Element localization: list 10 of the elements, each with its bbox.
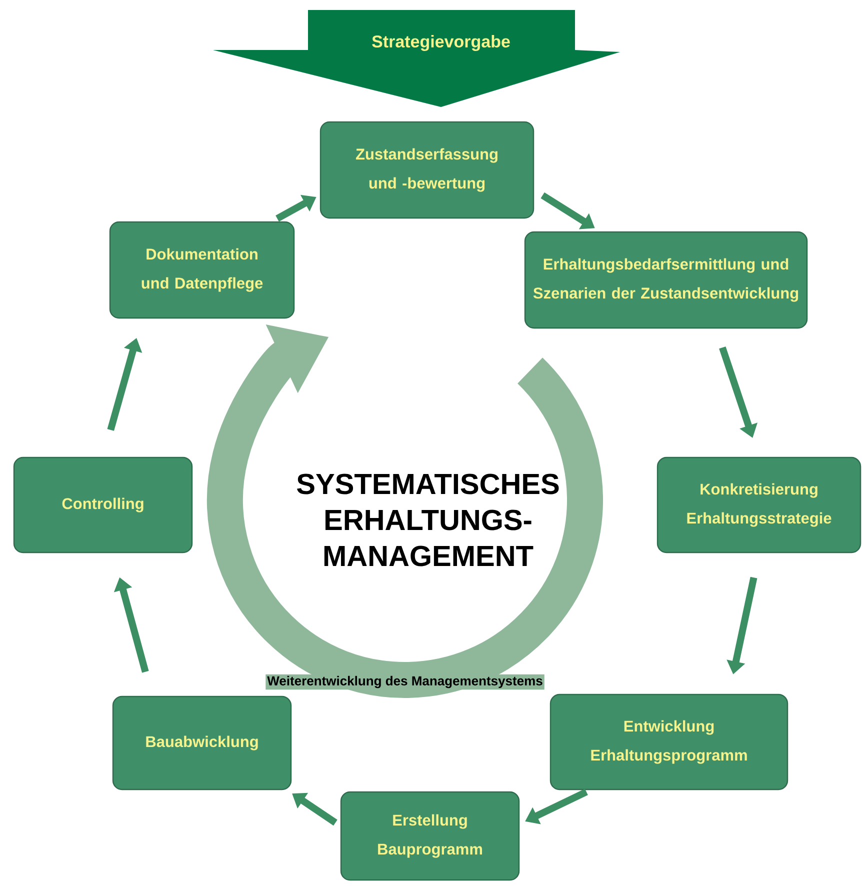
process-box: Dokumentation und Datenpflege [109,221,295,319]
process-box: Konkretisierung Erhaltungsstrategie [656,456,862,554]
center-title: SYSTEMATISCHES ERHALTUNGS- MANAGEMENT [296,474,559,566]
ring-label: Weiterentwicklung des Managementsystems [266,674,544,690]
process-box: Erstellung Bauprogramm [340,791,520,881]
process-box: Entwicklung Erhaltungsprogramm [550,694,788,790]
process-box: Controlling [13,456,193,554]
process-box: Zustandserfassung und -bewertung [320,121,534,219]
process-box: Erhaltungsbedarfsermittlung und Szenarien der Zustandsentwicklung [524,231,808,329]
process-box: Bauabwicklung [112,696,292,790]
